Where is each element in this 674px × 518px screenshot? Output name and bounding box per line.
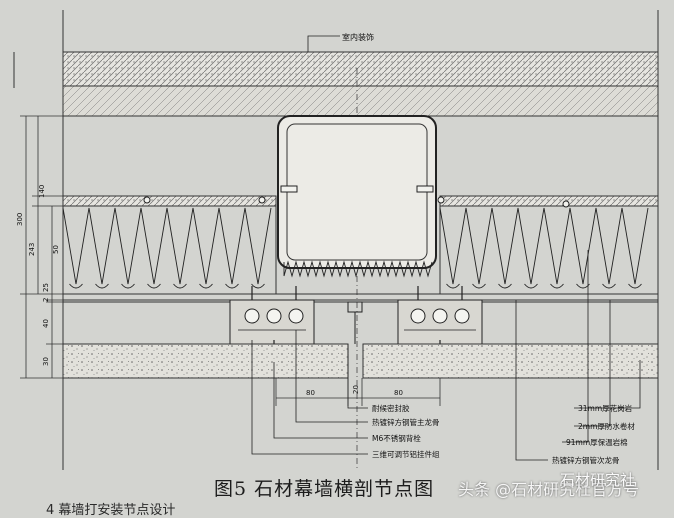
dim-140: 140 — [38, 185, 46, 198]
label-sealant: 耐候密封胶 — [372, 403, 410, 413]
insulation-loop — [524, 283, 538, 289]
insulation-loop — [550, 283, 564, 289]
insulation-loop — [121, 283, 135, 289]
insulation-loop — [147, 283, 161, 289]
dim-2: 2 — [42, 298, 50, 302]
insulation-loop — [602, 283, 616, 289]
insulation-loop — [225, 283, 239, 289]
dim-80-right: 80 — [394, 389, 403, 397]
dim-25: 25 — [42, 283, 50, 292]
figure-caption: 图5 石材幕墙横剖节点图 — [214, 478, 435, 500]
dim-30: 30 — [42, 357, 50, 366]
insulation-loop — [251, 283, 265, 289]
insulation-loop — [69, 283, 83, 289]
insulation-loop — [446, 283, 460, 289]
insulation-loop — [576, 283, 590, 289]
insulation-zigzag — [439, 207, 649, 285]
dim-20: 20 — [352, 385, 360, 394]
watermark-brand: 石材研究社 — [560, 471, 636, 489]
insulation-loop — [199, 283, 213, 289]
insulation-loop — [498, 283, 512, 289]
label-back-bolt: M6不锈钢背栓 — [372, 433, 421, 443]
dim-50: 50 — [52, 245, 60, 254]
insulation-loop — [173, 283, 187, 289]
dim-40: 40 — [42, 319, 50, 328]
watermark-text: 头条 @石材研究杜官方号 — [458, 480, 640, 499]
insulation-loop — [472, 283, 486, 289]
label-secondary-keel: 热镀锌方钢管次龙骨 — [552, 455, 620, 465]
tube-spring-zigzag — [283, 260, 433, 278]
label-granite: 31mm厚花岗岩 — [578, 403, 633, 413]
insulation-loop — [95, 283, 109, 289]
label-rockwool: 91mm厚保温岩棉 — [566, 437, 628, 447]
dim-243: 243 — [28, 243, 36, 256]
label-waterproof: 2mm厚防水卷材 — [578, 421, 635, 431]
label-interior-finish: 室内装饰 — [342, 32, 374, 42]
insulation-loop — [628, 283, 642, 289]
label-main-keel: 热镀锌方钢管主龙骨 — [372, 417, 440, 427]
dim-300: 300 — [16, 213, 24, 226]
label-bracket: 三维可调节铝挂件组 — [372, 449, 440, 459]
dim-80-left: 80 — [306, 389, 315, 397]
insulation-zigzag — [62, 207, 272, 285]
